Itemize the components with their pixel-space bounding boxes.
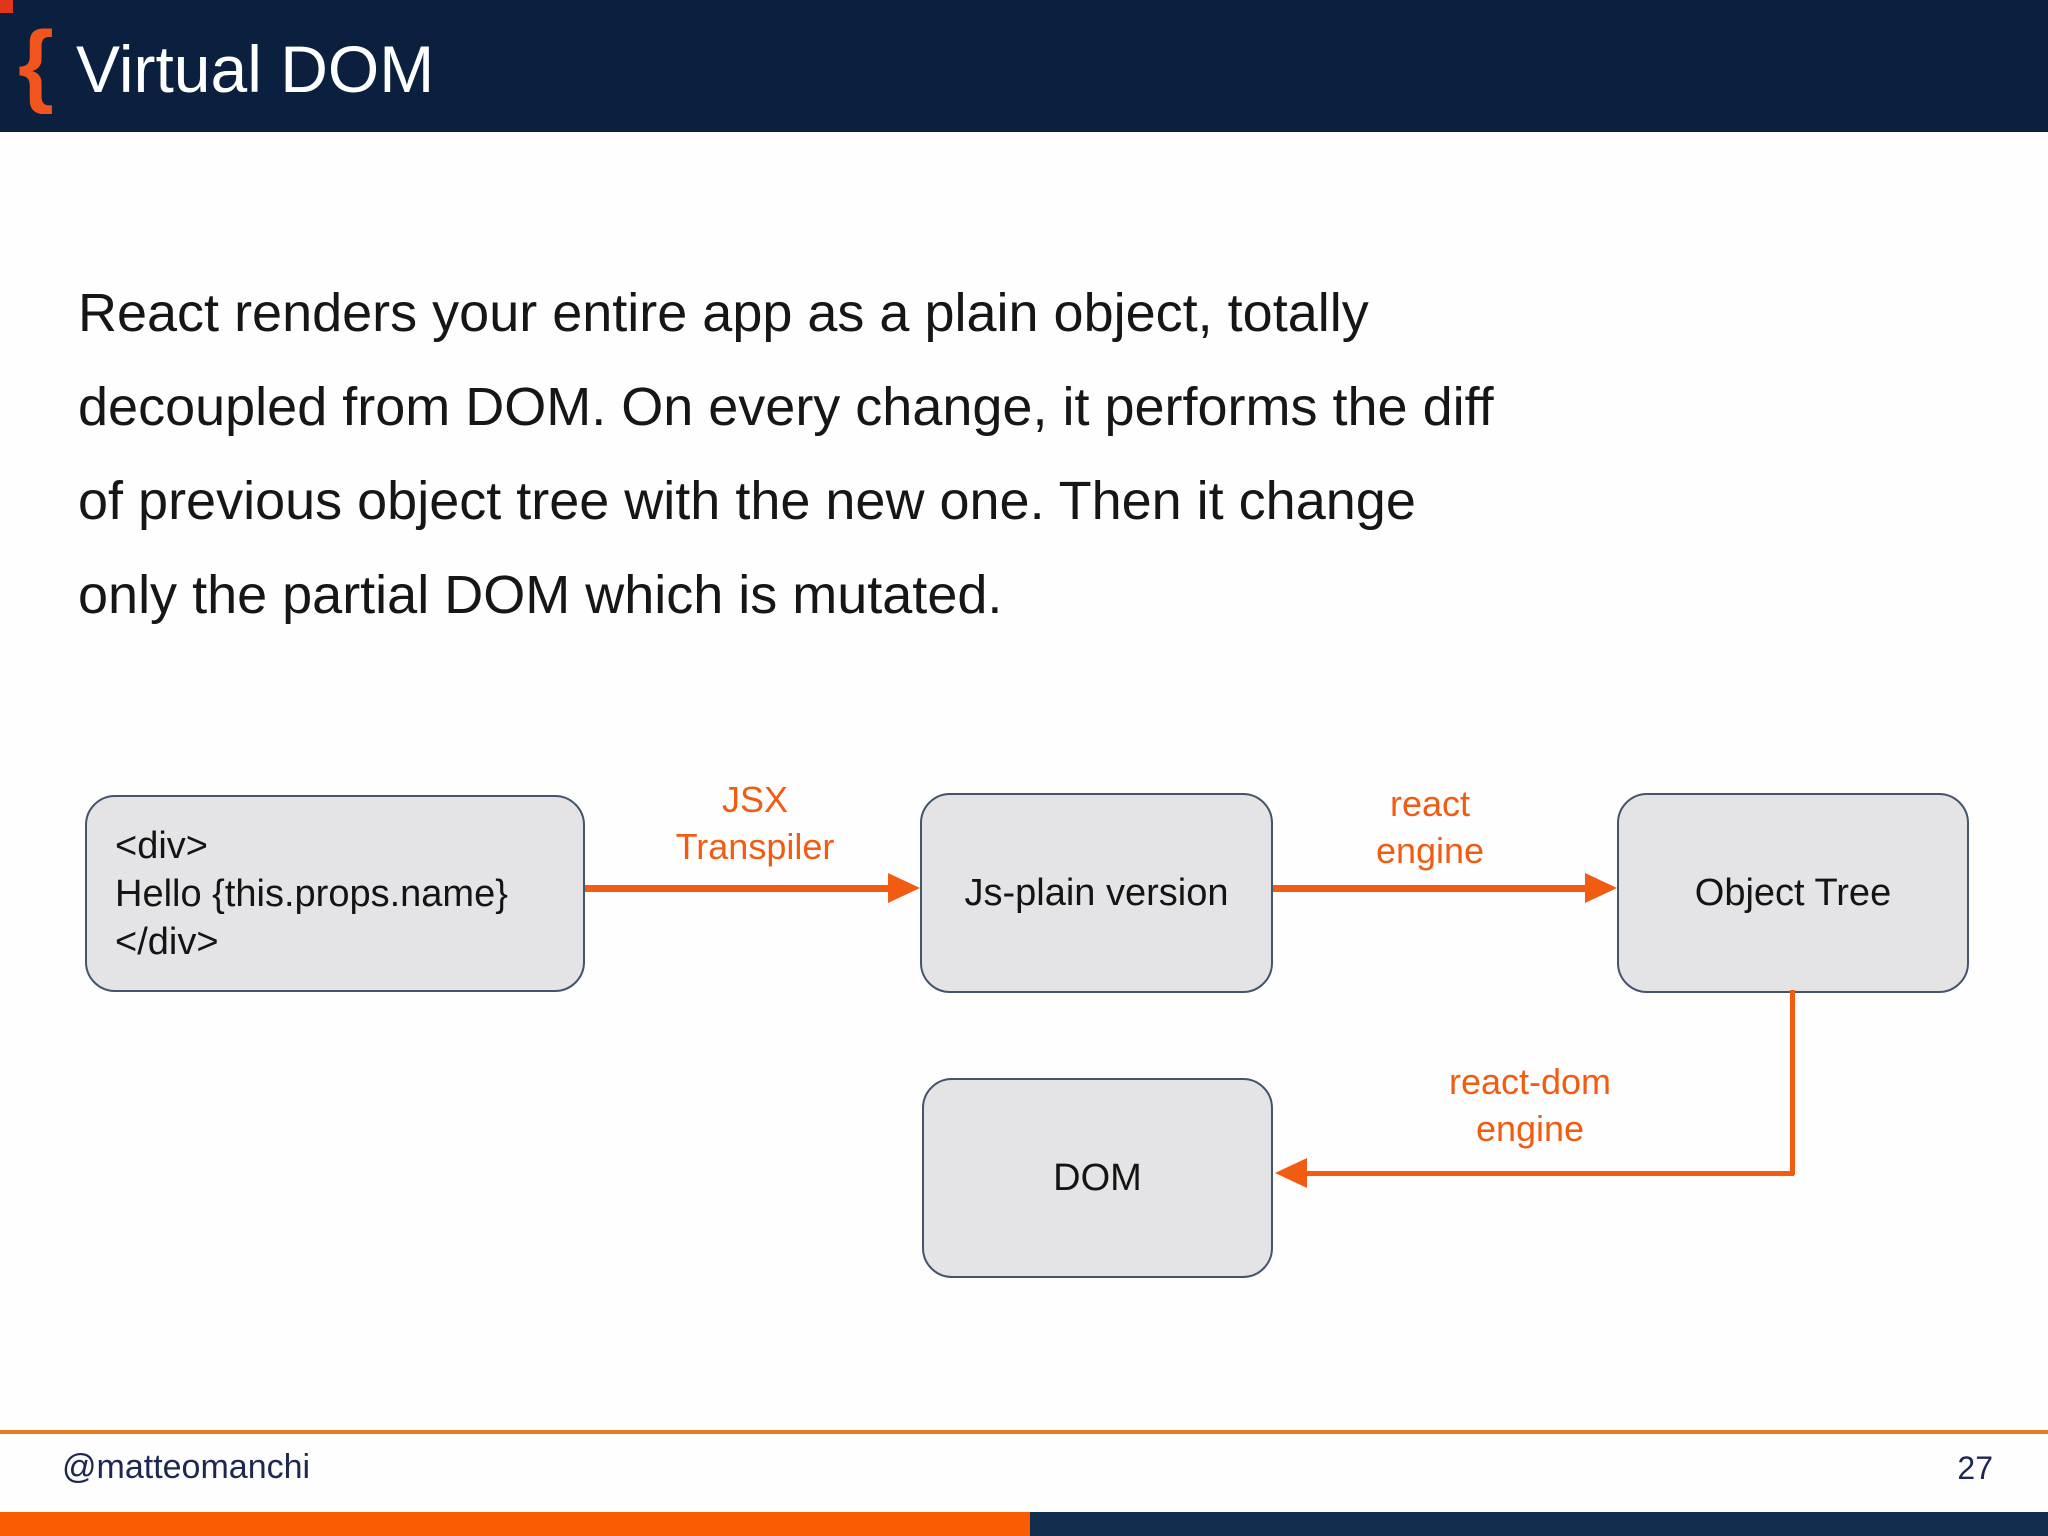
arrow-jsx-transpiler-head-icon bbox=[888, 873, 920, 903]
code-line-3: </div> bbox=[115, 920, 219, 963]
brace-icon: { bbox=[18, 13, 54, 115]
body-paragraph: React renders your entire app as a plain… bbox=[78, 266, 1494, 642]
paragraph-line-2: decoupled from DOM. On every change, it … bbox=[78, 377, 1494, 437]
diagram-box-object-tree: Object Tree bbox=[1617, 793, 1969, 993]
arrow-react-engine-shaft bbox=[1273, 885, 1587, 892]
paragraph-line-3: of previous object tree with the new one… bbox=[78, 471, 1416, 531]
diagram-box-js-plain-version: Js-plain version bbox=[920, 793, 1273, 993]
arrow-react-dom-vertical-shaft bbox=[1790, 990, 1795, 1175]
arrow-react-dom-horizontal-shaft bbox=[1305, 1171, 1794, 1176]
diagram-box-dom: DOM bbox=[922, 1078, 1273, 1278]
code-line-1: <div> bbox=[115, 824, 208, 867]
paragraph-line-4: only the partial DOM which is mutated. bbox=[78, 565, 1003, 625]
jsx-source-code: <div> Hello {this.props.name} </div> bbox=[87, 822, 508, 966]
arrow-label-react-engine-line-2: engine bbox=[1375, 830, 1485, 871]
arrow-label-react-dom-engine: react-dom engine bbox=[1360, 1058, 1700, 1152]
footer-divider bbox=[0, 1430, 2048, 1434]
object-tree-label: Object Tree bbox=[1694, 872, 1892, 914]
paragraph-line-1: React renders your entire app as a plain… bbox=[78, 283, 1369, 343]
arrow-label-react-engine-line-1: react bbox=[1389, 783, 1471, 824]
arrow-label-jsx-line-2: Transpiler bbox=[675, 826, 835, 867]
arrow-react-dom-head-icon bbox=[1275, 1158, 1307, 1188]
arrow-label-react-engine: react engine bbox=[1270, 780, 1590, 874]
arrow-label-react-dom-line-2: engine bbox=[1475, 1108, 1585, 1149]
arrow-label-react-dom-line-1: react-dom bbox=[1448, 1061, 1612, 1102]
footer-author-handle: @matteomanchi bbox=[62, 1448, 311, 1486]
corner-accent-square bbox=[0, 0, 13, 13]
title-bar: { Virtual DOM bbox=[0, 0, 2048, 132]
dom-label: DOM bbox=[1053, 1157, 1142, 1199]
arrow-label-jsx-line-1: JSX bbox=[721, 779, 789, 820]
arrow-jsx-transpiler-shaft bbox=[585, 885, 890, 892]
bottom-bar-navy-segment bbox=[1030, 1512, 2048, 1536]
bottom-bar-orange-segment bbox=[0, 1512, 1030, 1536]
slide-title: Virtual DOM bbox=[76, 32, 435, 106]
diagram-box-jsx-source: <div> Hello {this.props.name} </div> bbox=[85, 795, 585, 992]
arrow-react-engine-head-icon bbox=[1585, 873, 1617, 903]
page-number: 27 bbox=[1957, 1450, 1993, 1486]
code-line-2: Hello {this.props.name} bbox=[115, 872, 508, 915]
js-plain-version-label: Js-plain version bbox=[964, 872, 1229, 914]
arrow-label-jsx-transpiler: JSX Transpiler bbox=[590, 776, 920, 870]
